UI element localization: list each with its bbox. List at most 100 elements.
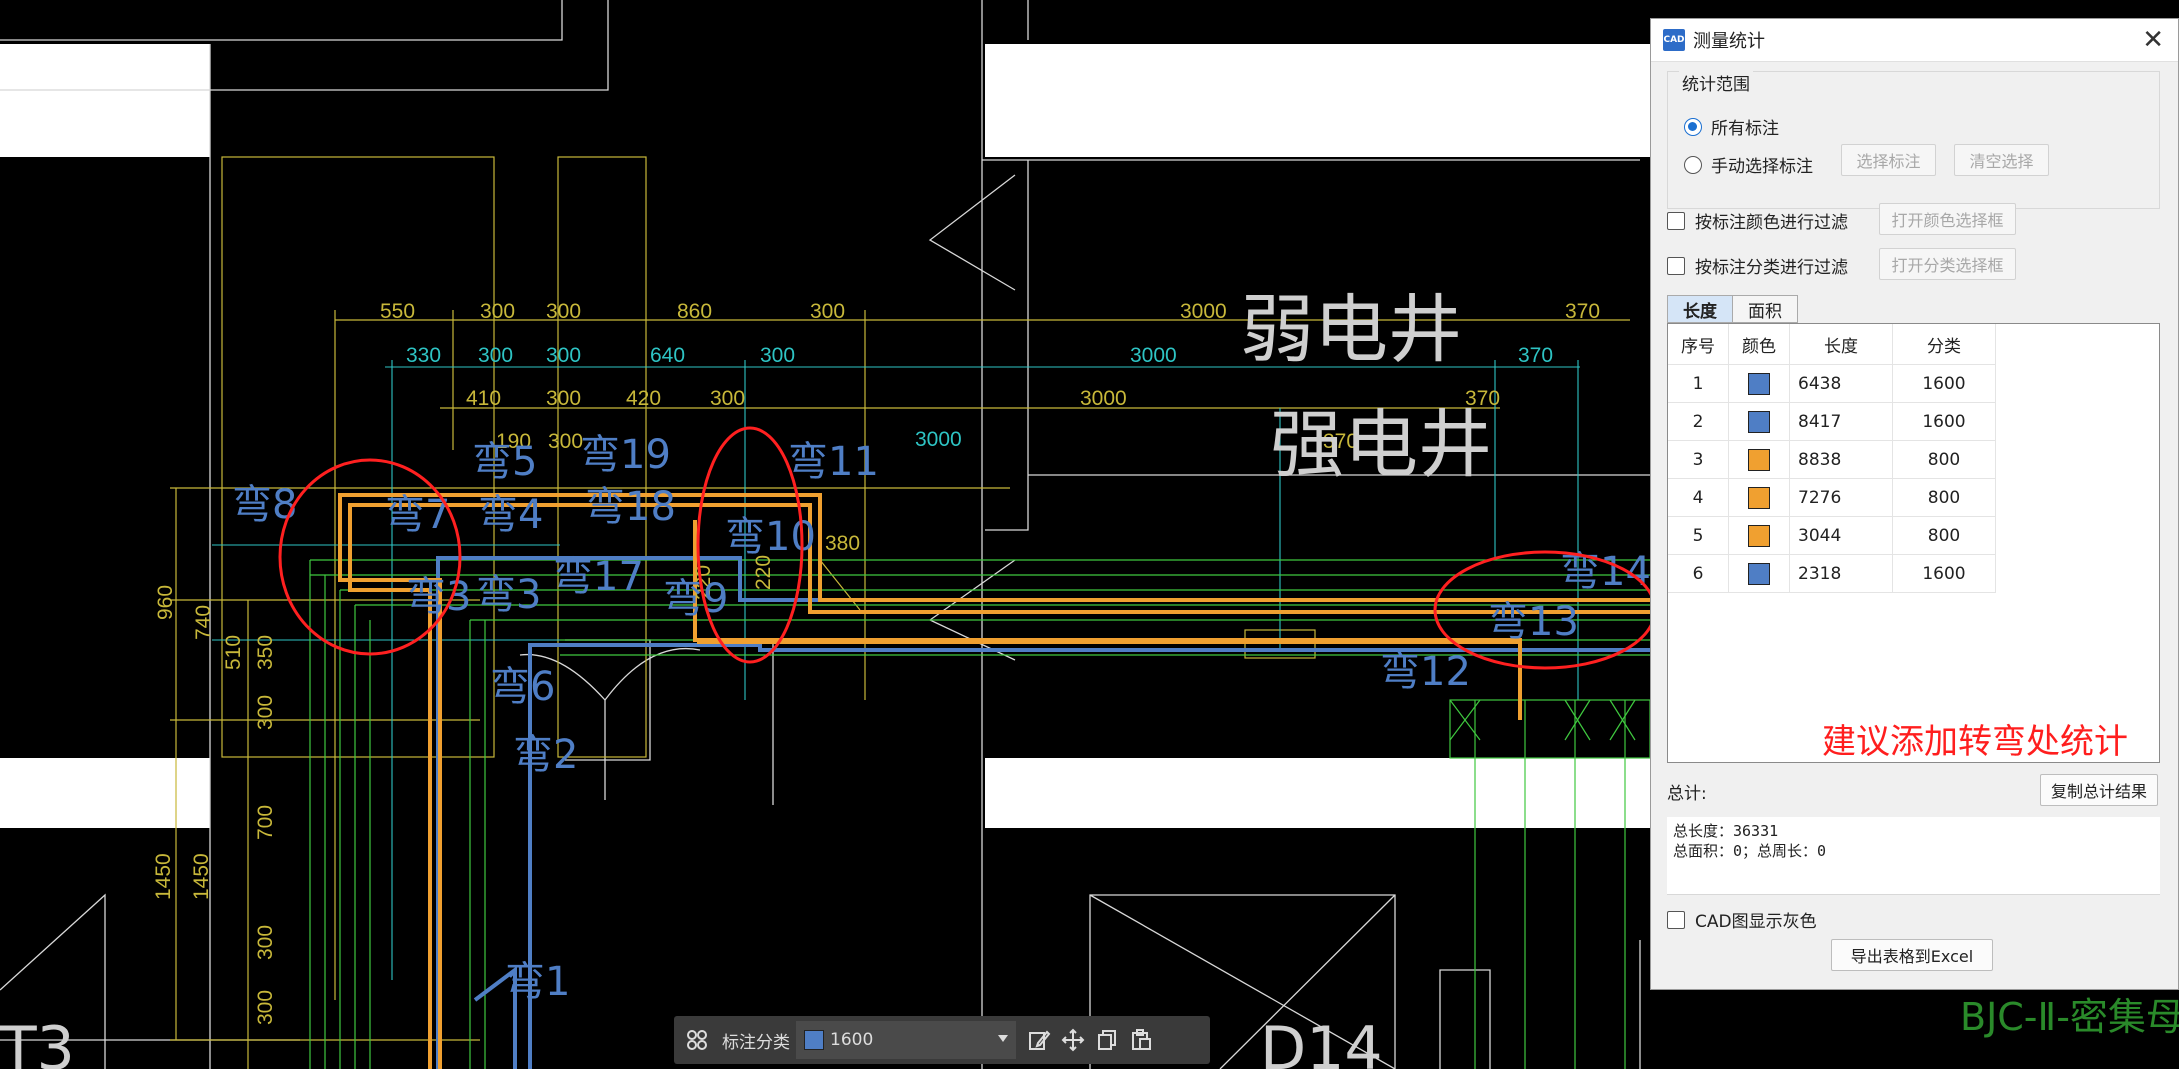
row-category: 1600 bbox=[1892, 554, 1996, 593]
category-label: 标注分类 bbox=[722, 1032, 790, 1053]
category-dropdown-value: 1600 bbox=[830, 1030, 874, 1050]
app-logo: CAD bbox=[1663, 29, 1685, 51]
svg-text:370: 370 bbox=[1465, 387, 1500, 410]
cad-gray-checkbox[interactable] bbox=[1667, 910, 1685, 929]
room-weak-current: 弱电井 bbox=[1240, 287, 1462, 373]
open-color-picker-button[interactable]: 打开颜色选择框 bbox=[1879, 203, 2016, 235]
floor-band-left-top bbox=[0, 44, 210, 157]
row-index: 6 bbox=[1668, 554, 1729, 593]
select-annotations-button[interactable]: 选择标注 bbox=[1841, 144, 1936, 176]
color-swatch bbox=[1748, 524, 1770, 547]
total-result-box[interactable]: 总长度：36331 总面积：0；总周长：0 bbox=[1667, 817, 2160, 895]
row-category: 800 bbox=[1892, 440, 1996, 479]
tab-area[interactable]: 面积 bbox=[1732, 295, 1798, 323]
radio-manual-label: 手动选择标注 bbox=[1711, 157, 1813, 177]
row-index: 2 bbox=[1668, 402, 1729, 441]
color-swatch bbox=[1748, 372, 1770, 395]
dim-texts-vertical: 960 740 510 350 300 1450 1450 700 300 30… bbox=[152, 555, 775, 1025]
floor-band-left-bottom bbox=[0, 758, 210, 828]
radio-manual-indicator[interactable] bbox=[1684, 155, 1702, 174]
dim-550: 550 bbox=[380, 300, 415, 323]
radio-all-annotations[interactable]: 所有标注 bbox=[1684, 114, 1779, 139]
svg-text:370: 370 bbox=[1565, 300, 1600, 323]
svg-text:220: 220 bbox=[692, 565, 715, 600]
row-index: 5 bbox=[1668, 516, 1729, 555]
measure-stats-dialog: CAD 测量统计 ✕ 统计范围 所有标注 手动选择标注 选择标注 清空选择 按标… bbox=[1650, 18, 2179, 990]
filter-by-color[interactable]: 按标注颜色进行过滤 bbox=[1667, 208, 1848, 233]
bend-label-17: 弯17 bbox=[553, 554, 644, 600]
dialog-titlebar[interactable]: CAD 测量统计 ✕ bbox=[1651, 19, 2178, 62]
svg-text:3000: 3000 bbox=[1180, 300, 1227, 323]
paste-icon[interactable] bbox=[1124, 1023, 1158, 1057]
svg-text:960: 960 bbox=[154, 585, 177, 620]
svg-text:3000: 3000 bbox=[1130, 344, 1177, 367]
row-length: 2318 bbox=[1789, 554, 1893, 593]
range-group-title: 统计范围 bbox=[1679, 70, 1753, 95]
filter-color-checkbox[interactable] bbox=[1667, 211, 1685, 230]
dialog-title: 测量统计 bbox=[1693, 31, 1765, 52]
row-color-cell bbox=[1728, 554, 1790, 593]
bend-label-1: 弯1 bbox=[505, 959, 570, 1005]
bend-label-9: 弯9 bbox=[663, 576, 728, 622]
column-header-length[interactable]: 长度 bbox=[1789, 324, 1893, 365]
copy-total-button[interactable]: 复制总计结果 bbox=[2040, 774, 2158, 806]
filter-by-category[interactable]: 按标注分类进行过滤 bbox=[1667, 253, 1848, 278]
cad-gray-option[interactable]: CAD图显示灰色 bbox=[1667, 907, 1817, 932]
open-category-picker-button[interactable]: 打开分类选择框 bbox=[1879, 248, 2016, 280]
stats-tabs: 长度 面积 bbox=[1667, 295, 1798, 323]
radio-all-indicator[interactable] bbox=[1684, 117, 1702, 136]
bend-label-5: 弯5 bbox=[472, 439, 537, 485]
color-swatch bbox=[1748, 486, 1770, 509]
svg-text:300: 300 bbox=[760, 344, 795, 367]
close-icon[interactable]: ✕ bbox=[2142, 25, 2164, 55]
bend-label-18: 弯18 bbox=[585, 484, 676, 530]
bend-label-6: 弯6 bbox=[490, 664, 555, 710]
busway-label: BJC-Ⅱ-密集母 bbox=[1960, 995, 2179, 1039]
bend-label-3: 弯3 bbox=[406, 574, 471, 620]
svg-text:3000: 3000 bbox=[1080, 387, 1127, 410]
row-color-cell bbox=[1728, 478, 1790, 517]
svg-text:300: 300 bbox=[546, 387, 581, 410]
filter-color-label: 按标注颜色进行过滤 bbox=[1695, 213, 1848, 233]
total-length-text: 总长度：36331 bbox=[1673, 822, 1779, 840]
filter-category-checkbox[interactable] bbox=[1667, 256, 1685, 275]
review-circle-1 bbox=[278, 458, 462, 656]
svg-text:740: 740 bbox=[192, 605, 215, 640]
export-excel-button[interactable]: 导出表格到Excel bbox=[1831, 939, 1993, 971]
dim-texts-cyan: 330 300 300 640 300 3000 370 3000 bbox=[406, 344, 1553, 451]
column-header-color[interactable]: 颜色 bbox=[1728, 324, 1790, 365]
svg-text:700: 700 bbox=[254, 805, 277, 840]
radio-manual-select[interactable]: 手动选择标注 bbox=[1684, 152, 1813, 177]
review-circle-2 bbox=[696, 426, 804, 664]
category-dropdown[interactable]: 1600 bbox=[796, 1021, 1016, 1059]
bottom-toolbar: 标注分类 1600 bbox=[674, 1016, 1210, 1064]
column-header-category[interactable]: 分类 bbox=[1892, 324, 1996, 365]
copy-icon[interactable] bbox=[1090, 1023, 1124, 1057]
row-index: 1 bbox=[1668, 364, 1729, 403]
column-header-index[interactable]: 序号 bbox=[1668, 324, 1729, 365]
grid-icon[interactable] bbox=[680, 1023, 714, 1057]
svg-text:420: 420 bbox=[626, 387, 661, 410]
dim-lines-yellow bbox=[170, 156, 1630, 1069]
bend-label-11: 弯11 bbox=[788, 439, 879, 485]
edit-icon[interactable] bbox=[1022, 1023, 1056, 1057]
clear-selection-button[interactable]: 清空选择 bbox=[1954, 144, 2049, 176]
svg-text:300: 300 bbox=[480, 300, 515, 323]
tab-length[interactable]: 长度 bbox=[1667, 295, 1733, 323]
svg-text:370: 370 bbox=[1518, 344, 1553, 367]
floor-band-right-bottom bbox=[985, 758, 1665, 828]
svg-text:190: 190 bbox=[496, 430, 531, 453]
move-icon[interactable] bbox=[1056, 1023, 1090, 1057]
color-swatch bbox=[1748, 562, 1770, 585]
row-length: 8417 bbox=[1789, 402, 1893, 441]
